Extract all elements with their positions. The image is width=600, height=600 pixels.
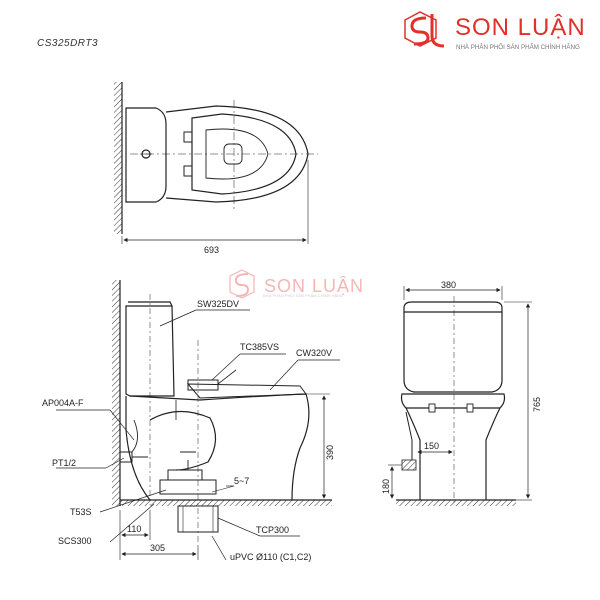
brand-name: SON LUẬN [455, 14, 586, 41]
part-label-tank: SW325DV [197, 299, 239, 309]
watermark-name: SON LUẬN [264, 276, 365, 296]
part-label-scs: SCS300 [58, 536, 92, 546]
dim-seat-height-label: 390 [325, 445, 335, 460]
part-label-tcp: TCP300 [256, 525, 289, 535]
brand-tagline: NHÀ PHÂN PHỐI SẢN PHẨM CHÍNH HÃNG [456, 44, 580, 51]
dim-length-label: 693 [204, 245, 219, 255]
front-view [388, 286, 532, 506]
dim-gap-label: 5~7 [234, 476, 249, 486]
watermark-tagline: NHÀ PHÂN PHỐI SẢN PHẨM CHÍNH HÃNG [263, 293, 344, 298]
side-view [56, 280, 340, 561]
part-label-seat: TC385VS [240, 342, 279, 352]
dim-side-label: 150 [424, 441, 439, 451]
model-number: CS325DRT3 [37, 38, 99, 49]
part-label-valve: AP004A-F [42, 398, 84, 408]
dim-height-label: 765 [532, 397, 542, 412]
dim-outlet-height-label: 180 [381, 479, 391, 494]
dim-width-label: 380 [441, 280, 456, 290]
part-label-t53s: T53S [70, 507, 92, 517]
part-label-upvc: uPVC Ø110 (C1,C2) [230, 552, 311, 562]
part-label-bowl: CW320V [296, 348, 332, 358]
dim-pipe-offset-label: 110 [127, 524, 141, 534]
part-label-pipe: PT1/2 [52, 458, 76, 468]
dim-wall-center-label: 305 [150, 543, 165, 553]
watermark-logo-icon [229, 269, 255, 299]
brand-logo-icon [404, 11, 445, 48]
top-view [114, 82, 318, 244]
